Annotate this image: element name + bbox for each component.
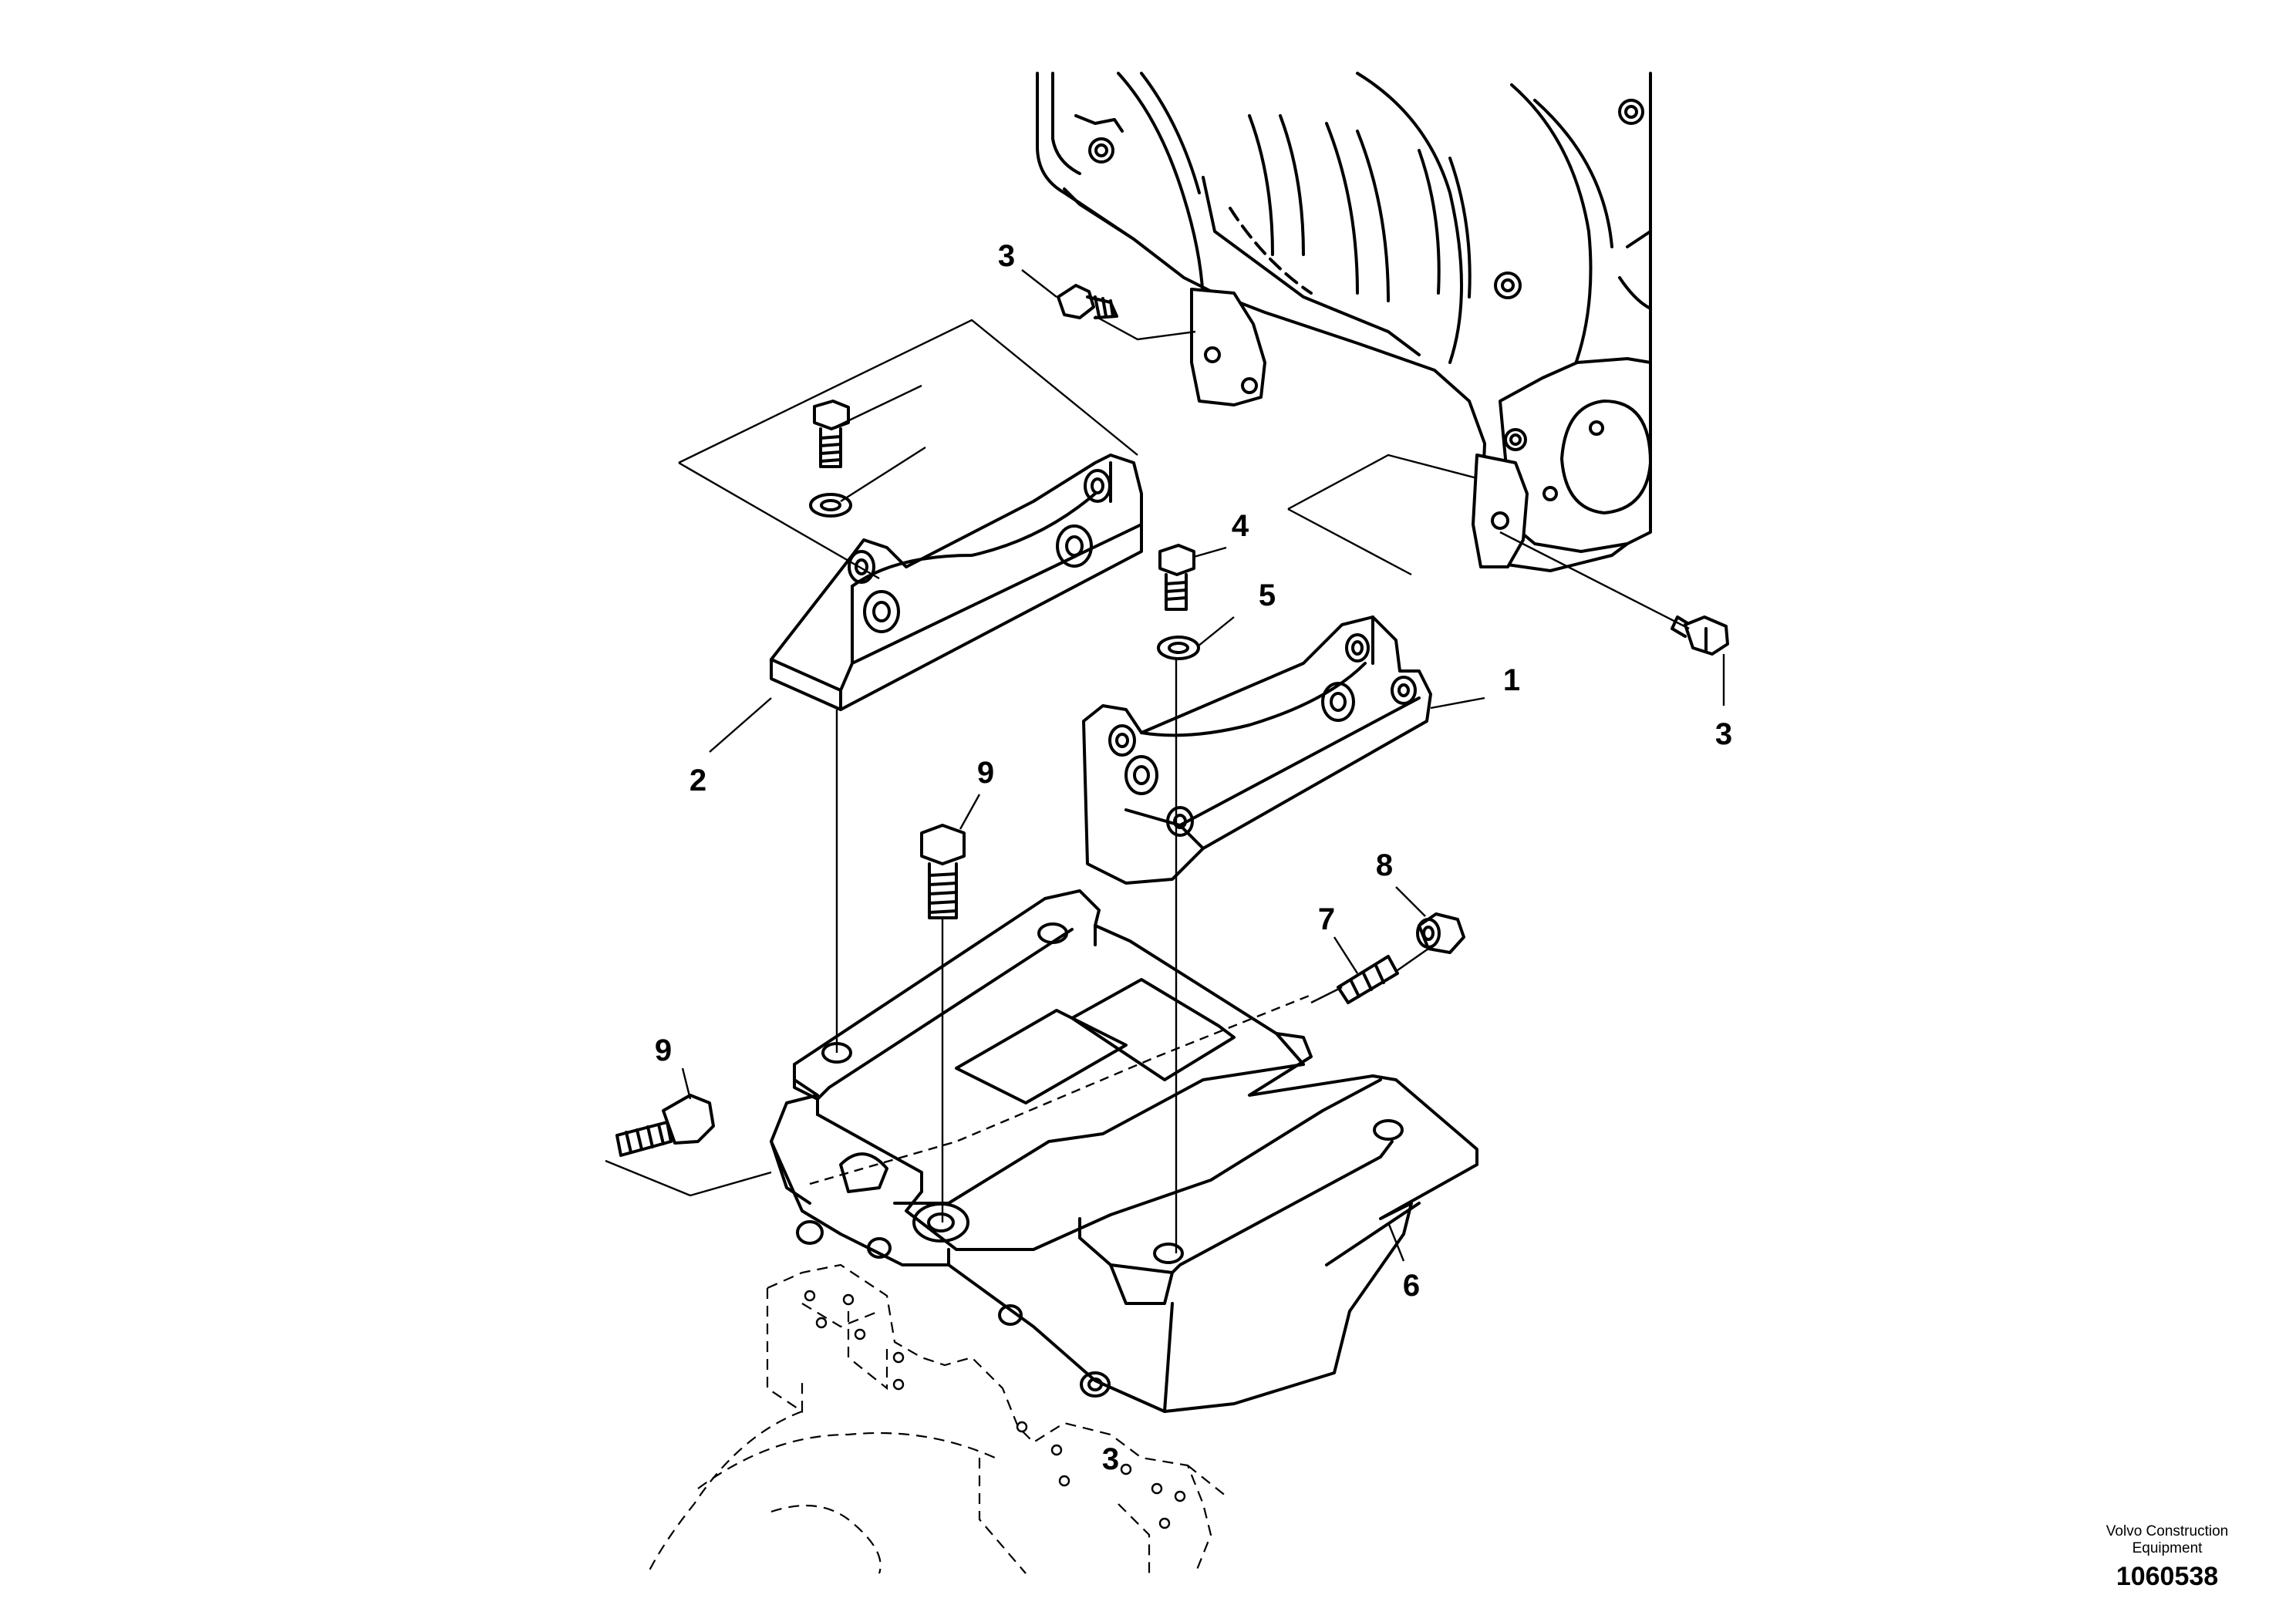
- phantom-lower-housing: [647, 1263, 1227, 1574]
- support-bracket-left: [770, 454, 1143, 711]
- callout-7: 7: [1318, 902, 1335, 936]
- publisher-credit: Volvo Construction Equipment 1060538: [2067, 1523, 2267, 1592]
- callout-labels: 1 2 3 3 3 4 5 6 7 8 9 9: [655, 239, 1732, 1476]
- bolt-upper-left: [809, 400, 852, 518]
- callout-6: 6: [1403, 1269, 1420, 1303]
- callout-leaders: [681, 269, 1725, 1262]
- stud-7: [1337, 955, 1399, 1004]
- callout-3-bottom: 3: [1102, 1442, 1119, 1476]
- callout-9-top: 9: [977, 756, 994, 790]
- assembly-lines: [605, 315, 1690, 1253]
- bolt-9-vertical: [920, 824, 966, 919]
- base-mounting-plate: [770, 889, 1478, 1413]
- illustration-reference-number: 1060538: [2116, 1562, 2219, 1591]
- bolt-9-horizontal: [615, 1094, 715, 1157]
- callout-5: 5: [1259, 578, 1276, 612]
- nut-8: [1416, 912, 1465, 954]
- washer-5: [1157, 636, 1200, 660]
- bolt-3-right: [1671, 615, 1729, 656]
- support-bracket-right: [1082, 615, 1432, 885]
- callout-1: 1: [1503, 663, 1520, 697]
- bolt-3-top: [1057, 284, 1118, 319]
- bolt-4: [1158, 544, 1195, 611]
- callout-2: 2: [689, 764, 706, 798]
- callout-3-top: 3: [998, 239, 1015, 273]
- callout-9-left: 9: [655, 1034, 672, 1067]
- engine-housing: [1036, 72, 1652, 572]
- callout-4: 4: [1232, 509, 1249, 543]
- callout-8: 8: [1376, 848, 1393, 882]
- callout-3-right: 3: [1715, 717, 1732, 751]
- publisher-name: Volvo Construction Equipment: [2106, 1523, 2229, 1556]
